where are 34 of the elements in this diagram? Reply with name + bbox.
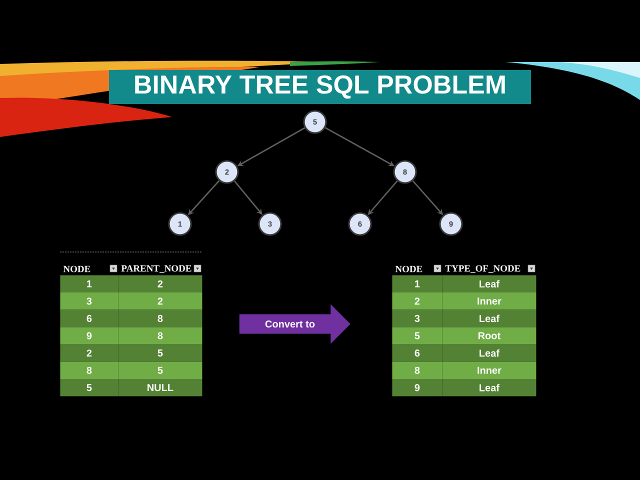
table-cell: 2 [60,344,118,362]
table-cell: Inner [442,292,536,310]
column-header: TYPE_OF_NODE [445,265,520,273]
arrow [234,180,262,215]
column-header: NODE [395,266,422,272]
table-cell: Inner [442,362,536,379]
table-cell: NULL [118,379,202,396]
table-cell: 1 [392,275,442,292]
table-cell: 5 [118,362,202,379]
table-cell: 8 [60,362,118,379]
title-banner: BINARY TREE SQL PROBLEM [109,70,531,104]
table-cell: 8 [392,362,442,379]
table-cell: 8 [118,310,202,328]
table-cell: Leaf [442,344,536,362]
table-cell: 1 [60,275,118,292]
table-cell: 5 [392,327,442,344]
table-cell: 6 [60,310,118,328]
table-cell: 2 [118,275,202,292]
table-cell: 5 [118,344,202,362]
table-cell: 6 [392,344,442,362]
table-cell: 3 [60,292,118,310]
table-cell: 5 [60,379,118,396]
column-header: PARENT_NODE [121,265,192,273]
table-cell: Leaf [442,275,536,292]
table-cell: Root [442,327,536,344]
table-cell: 9 [392,379,442,396]
table-cell: 9 [60,327,118,344]
table-cell: Leaf [442,379,536,396]
table-cell: 8 [118,327,202,344]
table-cell: 2 [392,292,442,310]
table-cell: 3 [392,310,442,328]
table-cell: 2 [118,292,202,310]
table-cell: Leaf [442,310,536,328]
column-header: NODE [63,266,90,272]
